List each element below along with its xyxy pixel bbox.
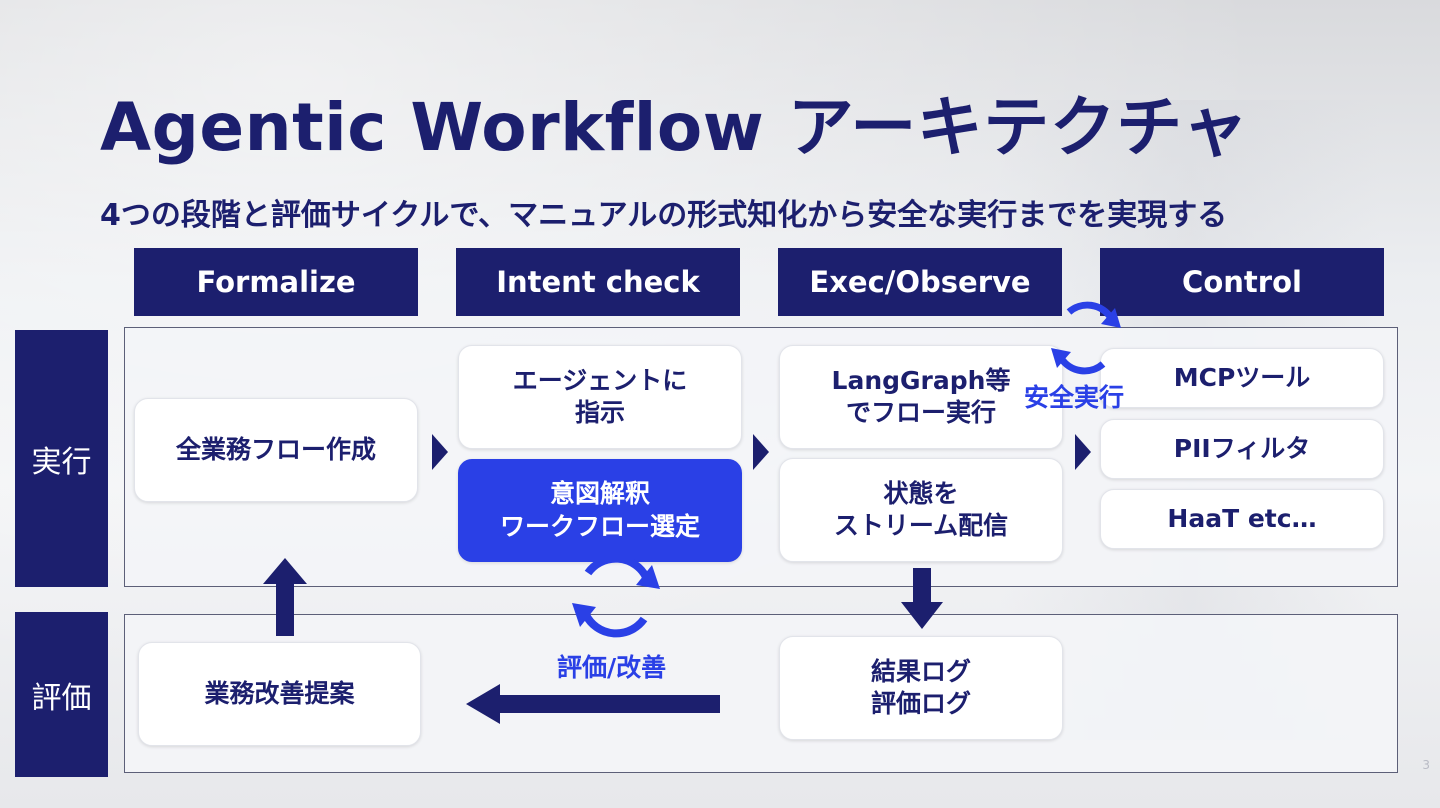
row-label-evaluation: 評価 <box>15 612 108 777</box>
column-header-exec-observe: Exec/Observe <box>778 248 1062 316</box>
card-state-streaming: 状態を ストリーム配信 <box>779 458 1063 562</box>
column-header-intent-check: Intent check <box>456 248 740 316</box>
arrow-right-icon <box>1075 434 1091 470</box>
slide-subtitle: 4つの段階と評価サイクルで、マニュアルの形式知化から安全な実行までを実現する <box>100 198 1228 233</box>
arrow-left-icon <box>466 684 720 724</box>
arrow-down-icon <box>901 568 943 629</box>
arrow-up-icon <box>263 558 307 636</box>
row-label-execution: 実行 <box>15 330 108 587</box>
card-flow-execution: LangGraph等 でフロー実行 <box>779 345 1063 449</box>
cycle-label-safe-exec: 安全実行 <box>1024 383 1125 412</box>
card-business-improvement: 業務改善提案 <box>138 642 421 746</box>
card-full-flow-creation: 全業務フロー作成 <box>134 398 418 502</box>
cycle-label-eval-improve: 評価/改善 <box>557 653 667 682</box>
column-header-formalize: Formalize <box>134 248 418 316</box>
column-header-control: Control <box>1100 248 1384 316</box>
card-agent-instruction: エージェントに 指示 <box>458 345 742 449</box>
card-pii-filter: PIIフィルタ <box>1100 419 1384 479</box>
arrow-right-icon <box>432 434 448 470</box>
slide-title: Agentic Workflow アーキテクチャ <box>100 89 1249 166</box>
cycle-icon <box>572 554 660 638</box>
card-intent-interpretation: 意図解釈 ワークフロー選定 <box>458 459 742 562</box>
arrow-right-icon <box>753 434 769 470</box>
page-number: 3 <box>1422 758 1430 772</box>
cycle-icon <box>1051 301 1121 375</box>
card-haat-etc: HaaT etc… <box>1100 489 1384 549</box>
card-mcp-tool: MCPツール <box>1100 348 1384 408</box>
card-result-log: 結果ログ 評価ログ <box>779 636 1063 740</box>
